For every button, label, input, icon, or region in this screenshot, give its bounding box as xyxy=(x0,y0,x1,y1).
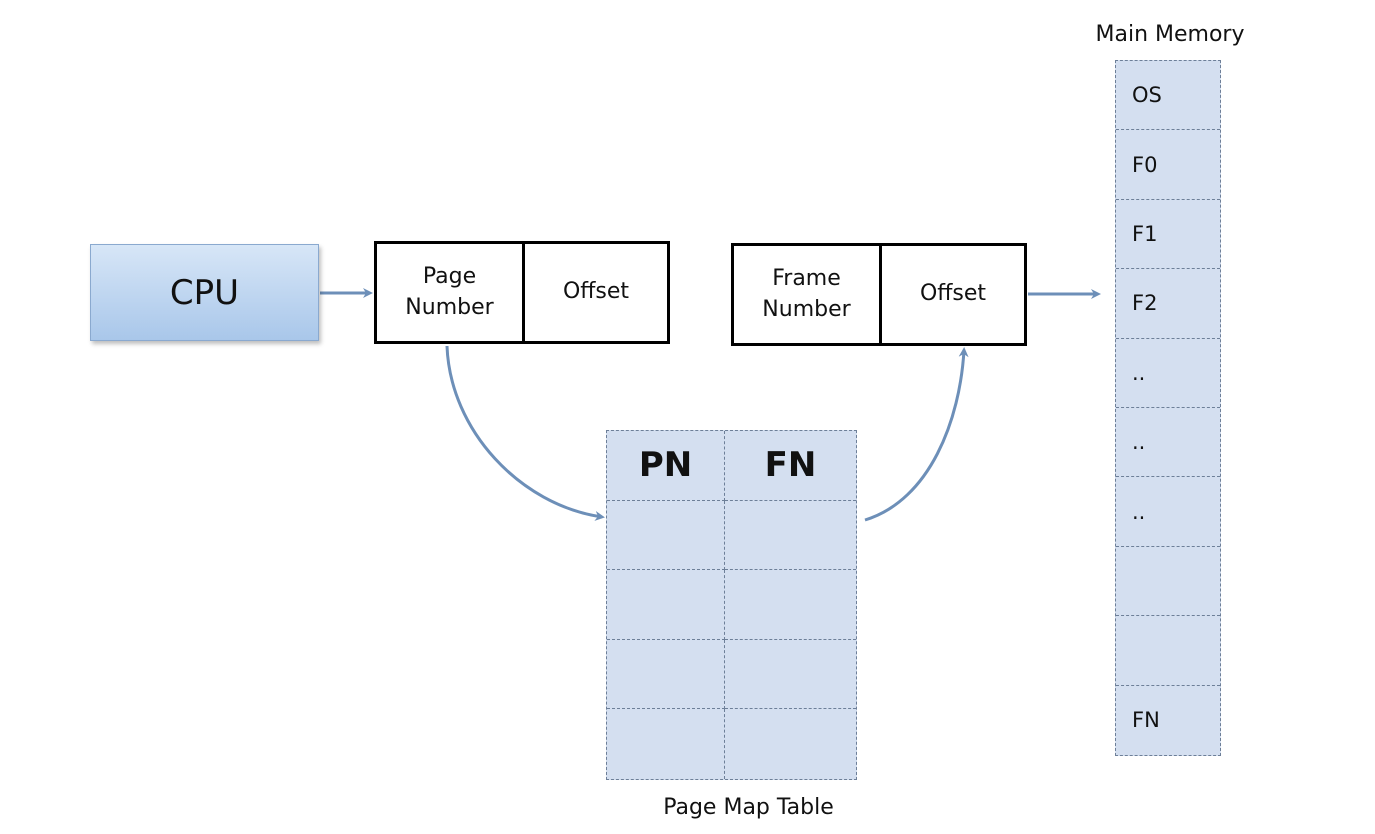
memory-frame: F2 xyxy=(1116,269,1220,339)
memory-frame: .. xyxy=(1116,408,1220,478)
memory-frame: .. xyxy=(1116,339,1220,408)
frame-number-cell: Frame Number xyxy=(762,265,851,322)
memory-frame xyxy=(1116,616,1220,686)
pmt-header-pn: PN xyxy=(607,431,725,501)
page-number-to-table-arrow xyxy=(445,345,605,521)
table-to-frame-number-arrow xyxy=(864,347,969,522)
physical-offset-cell: Offset xyxy=(879,246,1024,343)
cpu-box: CPU xyxy=(90,244,319,341)
pmt-cell xyxy=(725,501,856,571)
main-memory-title: Main Memory xyxy=(1095,22,1245,47)
pmt-cell xyxy=(607,500,725,571)
memory-frame: OS xyxy=(1116,61,1220,131)
pmt-cell xyxy=(607,639,725,710)
main-memory: OS F0 F1 F2 .. .. .. FN xyxy=(1115,60,1221,756)
physical-address-box: Frame Number Offset xyxy=(731,243,1027,346)
memory-frame xyxy=(1116,547,1220,617)
cpu-label: CPU xyxy=(169,272,240,313)
pmt-cell xyxy=(607,709,725,779)
page-number-cell: Page Number xyxy=(405,263,494,320)
pmt-cell xyxy=(725,570,856,640)
page-map-table-title: Page Map Table xyxy=(663,795,834,820)
memory-frame: .. xyxy=(1116,477,1220,547)
pmt-cell xyxy=(725,640,856,710)
memory-frame: F0 xyxy=(1116,130,1220,200)
page-map-table: PN FN xyxy=(606,430,857,780)
memory-frame: F1 xyxy=(1116,200,1220,270)
memory-frame: FN xyxy=(1132,708,1160,733)
pmt-header-fn: FN xyxy=(725,431,856,501)
logical-offset-cell: Offset xyxy=(522,244,667,341)
pmt-cell xyxy=(607,570,725,640)
logical-address-box: Page Number Offset xyxy=(374,241,670,344)
pmt-cell xyxy=(725,709,856,779)
